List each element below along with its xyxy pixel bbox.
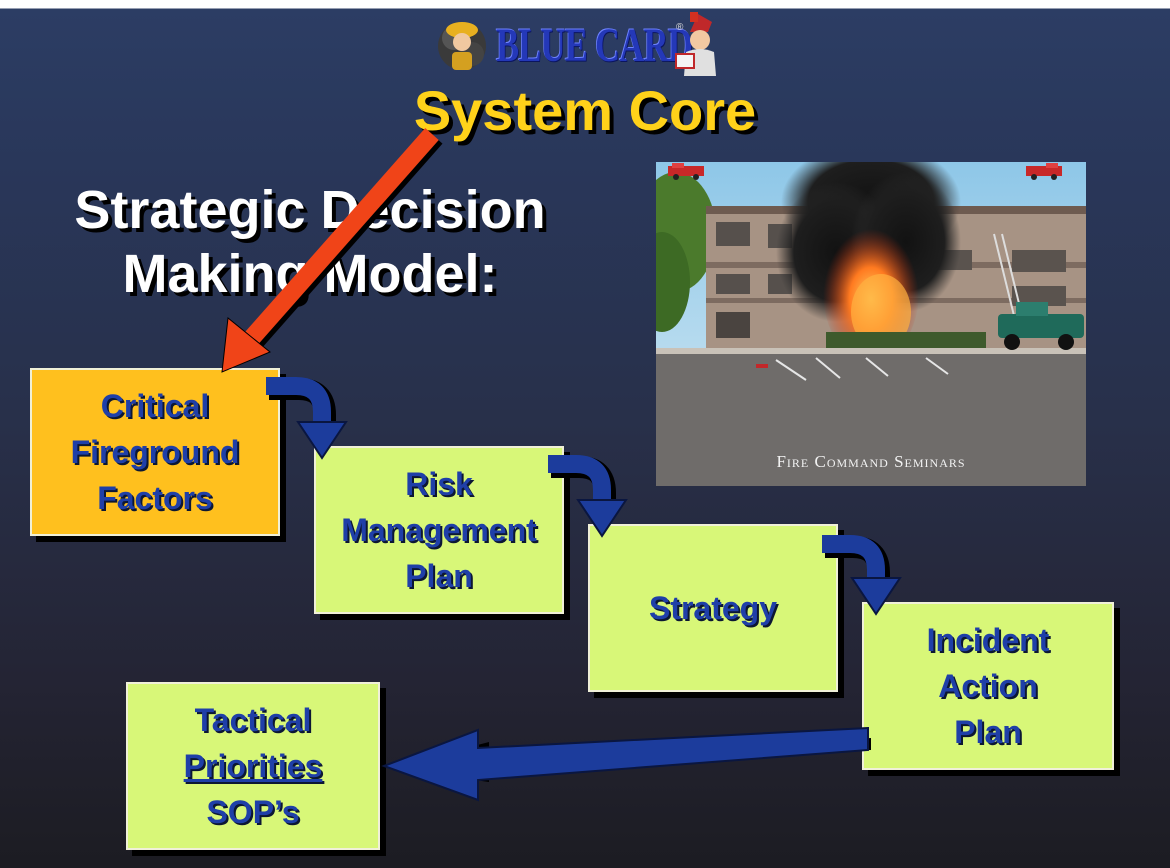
box-line: Plan xyxy=(405,558,473,594)
box-line: Critical xyxy=(100,388,210,424)
subtitle-line-1: Strategic Decision xyxy=(74,180,546,240)
critical-fireground-factors-box: Critical Fireground Factors xyxy=(30,368,280,536)
box-line: Plan xyxy=(954,714,1022,750)
logo-text: BLUE CARD xyxy=(496,19,693,72)
fire-chief-mascot-icon xyxy=(675,12,716,76)
curved-arrow-3 xyxy=(822,535,902,616)
slide-subtitle: Strategic Decision Making Model: xyxy=(40,178,580,306)
curved-arrow-1 xyxy=(266,377,348,460)
blue-card-logo: BLUE CARD ® xyxy=(432,8,732,82)
strategy-box: Strategy xyxy=(588,524,838,692)
incident-action-plan-box: Incident Action Plan xyxy=(862,602,1114,770)
return-arrow xyxy=(381,726,871,802)
risk-management-plan-box: Risk Management Plan xyxy=(314,446,564,614)
curved-arrow-2 xyxy=(548,455,628,538)
box-line: Risk xyxy=(405,466,473,502)
firefighter-mascot-icon xyxy=(438,22,486,70)
fire-truck-icon xyxy=(1026,163,1062,180)
box-line: Fireground xyxy=(70,434,240,470)
box-line: Action xyxy=(938,668,1038,704)
tactical-priorities-box: Tactical Priorities SOP’s xyxy=(126,682,380,850)
slide-title: System Core xyxy=(413,79,757,142)
box-line: Tactical xyxy=(194,702,312,738)
apartment-fire-illustration xyxy=(656,162,1086,486)
registered-mark: ® xyxy=(676,22,684,33)
fire-scene-photo: Fire Command Seminars xyxy=(656,162,1086,486)
box-line: Strategy xyxy=(648,590,778,626)
fire-truck-icon xyxy=(668,163,704,180)
pointer-arrow xyxy=(221,128,443,373)
box-line: Management xyxy=(341,512,537,548)
box-line: Factors xyxy=(97,480,213,516)
photo-caption: Fire Command Seminars xyxy=(776,452,966,471)
box-line: Priorities xyxy=(183,748,323,784)
box-line: Incident xyxy=(926,622,1050,658)
box-line: SOP’s xyxy=(206,794,300,830)
